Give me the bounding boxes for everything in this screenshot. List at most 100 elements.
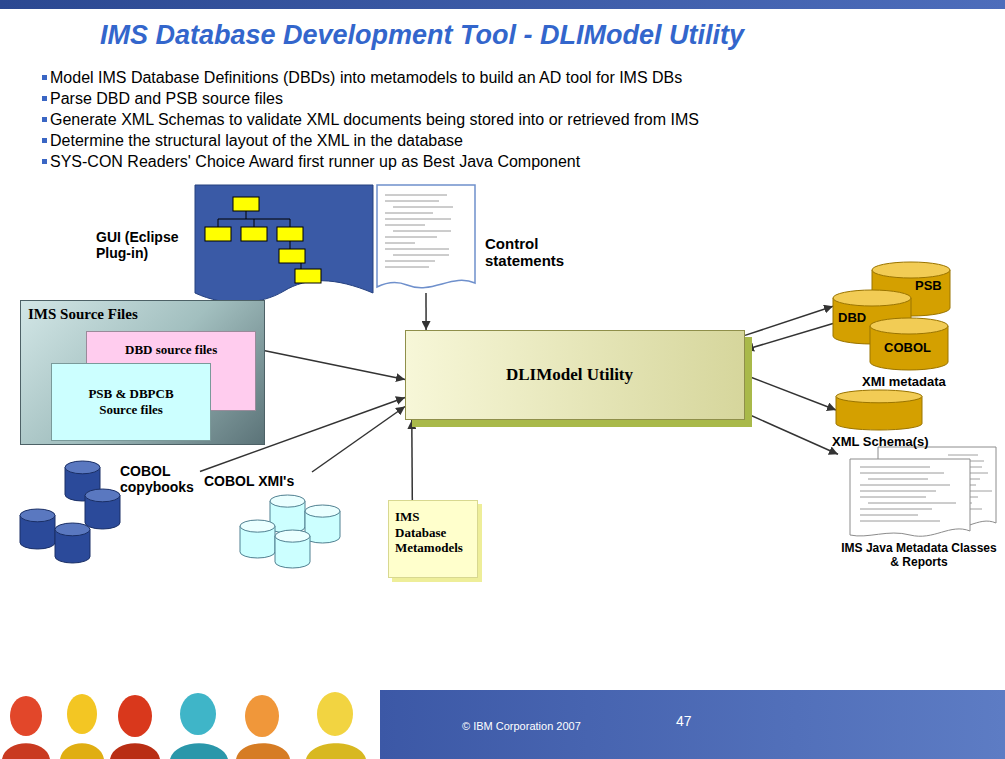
page-number: 47 [676, 711, 692, 732]
label-anchor: 47 [676, 711, 692, 732]
node-heading: COBOL copybooks [120, 463, 200, 495]
panel-heading: IMS Source Files [28, 306, 138, 323]
text-line-mark [385, 225, 425, 226]
node-shape [195, 185, 373, 307]
tree-box [241, 227, 267, 241]
cylinder-label: PSB [915, 278, 942, 293]
cylinder-label: DBD [838, 310, 866, 325]
bullet-text: SYS-CON Readers' Choice Award first runn… [50, 151, 580, 172]
cylinder-top [305, 505, 340, 517]
text-line-mark [868, 479, 928, 480]
connector-arrow [425, 293, 427, 330]
node-shape [15, 455, 200, 565]
connector-arrow [745, 306, 833, 335]
text-line-mark [385, 249, 449, 250]
text-line-mark [860, 509, 932, 510]
text-line-mark [860, 473, 944, 474]
tree-box [205, 227, 231, 241]
text-line-mark [868, 503, 956, 504]
label-anchor: Determine the structural layout of the X… [50, 130, 463, 151]
box-label: DBD source files [125, 342, 217, 358]
text-line-mark [385, 267, 429, 268]
text-line-mark [860, 485, 950, 486]
gui-plugin: GUI (Eclipse Plug-in) [195, 185, 373, 307]
control-statements-doc: Control statements [377, 185, 475, 293]
xmi-cylinders: COBOL XMI's [200, 472, 340, 570]
footer-band [380, 690, 1005, 759]
document-page [850, 459, 970, 536]
tree-box [277, 227, 303, 241]
copybook-cylinders: COBOL copybooks [15, 455, 200, 565]
label-anchor: © IBM Corporation 2007 [462, 716, 581, 737]
cylinder-top [833, 290, 911, 306]
cylinder-top [55, 523, 90, 536]
connector-arrow [265, 351, 405, 380]
bullet-square [42, 75, 47, 80]
node-heading: IMS Java Metadata Classes & Reports [838, 541, 1000, 569]
label-anchor: Generate XML Schemas to validate XML doc… [50, 109, 699, 130]
cylinder-top [65, 461, 100, 474]
cylinder-label: COBOL [884, 340, 931, 355]
node-heading: XML Schema(s) [832, 434, 929, 449]
tree-box [233, 197, 259, 211]
connector-arrow [312, 407, 405, 473]
label-anchor: XMI metadata [862, 371, 946, 392]
bullet-square [42, 96, 47, 101]
utility-box: DLIModel Utility [405, 330, 745, 420]
node-heading: COBOL XMI's [204, 473, 294, 489]
report-documents: IMS Java Metadata Classes & Reports [838, 445, 1000, 537]
cylinder-top [85, 489, 120, 502]
node-heading: Control statements [485, 235, 577, 269]
text-line-mark [385, 219, 451, 220]
cylinder-top [870, 318, 948, 334]
label-anchor: SYS-CON Readers' Choice Award first runn… [50, 151, 580, 172]
text-line-mark [860, 491, 936, 492]
connector-arrow [745, 323, 833, 349]
node-shape [836, 390, 922, 430]
bullet-square [42, 138, 47, 143]
people-photos [0, 690, 380, 759]
bullet-text: Generate XML Schemas to validate XML doc… [50, 109, 699, 130]
bullet-square [42, 159, 47, 164]
source-files-panel: IMS Source FilesDBD source filesPSB & DB… [20, 300, 265, 445]
cobol-cylinder: COBOL [870, 318, 948, 370]
bullet-square [42, 117, 47, 122]
gui-window [195, 185, 373, 303]
cylinder-top [275, 530, 310, 542]
node-shape [377, 185, 475, 293]
tree-box [279, 249, 305, 263]
label-anchor: Model IMS Database Definitions (DBDs) in… [50, 67, 682, 88]
top-bar [0, 0, 1005, 9]
connector-arrow [745, 375, 836, 410]
text-line-mark [385, 237, 437, 238]
text-line-mark [393, 231, 451, 232]
group-label: XMI metadata [862, 371, 946, 392]
metamodel-page: IMS Database Metamodels [388, 500, 478, 578]
connector-arrow [745, 413, 838, 454]
text-line-mark [393, 255, 449, 256]
cylinder-top [240, 520, 275, 532]
bullet-text: Parse DBD and PSB source files [50, 88, 283, 109]
text-line-mark [948, 455, 978, 456]
text-line-mark [385, 213, 433, 214]
text-line-mark [860, 497, 926, 498]
label-anchor: Parse DBD and PSB source files [50, 88, 283, 109]
box-label: IMS Database Metamodels [395, 509, 471, 556]
cylinder-top [836, 390, 922, 403]
box-label: DLIModel Utility [506, 365, 633, 385]
connector-arrow [411, 420, 413, 500]
text-line-mark [393, 207, 453, 208]
node-heading: GUI (Eclipse Plug-in) [96, 229, 188, 261]
box-label: PSB & DBPCB Source files [71, 386, 191, 418]
tree-box [295, 269, 321, 283]
node-shape [838, 445, 1000, 537]
bullet-text: Model IMS Database Definitions (DBDs) in… [50, 67, 682, 88]
text-line-mark [385, 261, 435, 262]
text-line-mark [385, 195, 447, 196]
copyright-footer: © IBM Corporation 2007 [462, 716, 581, 737]
cylinder-top [872, 262, 950, 278]
document-page [377, 185, 475, 288]
text-line-mark [860, 467, 930, 468]
bullet-text: Determine the structural layout of the X… [50, 130, 463, 151]
text-line-mark [385, 201, 439, 202]
